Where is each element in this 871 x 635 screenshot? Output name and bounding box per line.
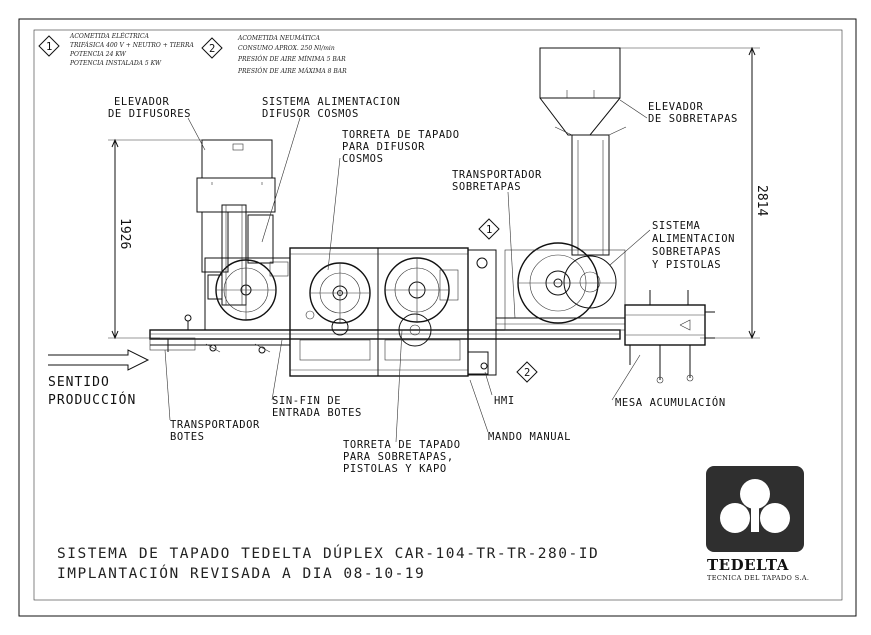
main-turret-frame bbox=[289, 247, 497, 377]
label-elevador-difusores-1: ELEVADOR bbox=[114, 96, 169, 108]
label-mesa-acumulacion: MESA ACUMULACIÓN bbox=[615, 396, 726, 409]
label-transportador-botes-2: BOTES bbox=[170, 431, 205, 443]
bottle-conveyor bbox=[149, 314, 621, 354]
dimension-left: 1926 bbox=[108, 138, 202, 340]
tedelta-logo: TEDELTA TECNICA DEL TAPADO S.A. bbox=[706, 466, 809, 582]
marker-1 bbox=[478, 218, 500, 240]
overcap-turret bbox=[384, 257, 459, 347]
label-hmi: HMI bbox=[494, 395, 515, 407]
label-torreta-difusor-3: COSMOS bbox=[342, 153, 384, 165]
drawing-title: SISTEMA DE TAPADO TEDELTA DÚPLEX CAR-104… bbox=[57, 544, 599, 562]
dimension-right-value: 2814 bbox=[754, 185, 769, 216]
label-elevador-sobretapas-1: ELEVADOR bbox=[648, 101, 703, 113]
label-torreta-sobretapas-2: PARA SOBRETAPAS, bbox=[343, 451, 454, 463]
marker-1-number: 1 bbox=[486, 224, 493, 236]
label-torreta-sobretapas-1: TORRETA DE TAPADO bbox=[343, 439, 461, 451]
diffuser-feed-system bbox=[204, 257, 291, 331]
label-sentido-1: SENTIDO bbox=[48, 375, 110, 390]
leader-lines bbox=[164, 99, 651, 443]
label-sentido-2: PRODUCCIÓN bbox=[48, 392, 136, 408]
label-elevador-sobretapas-2: DE SOBRETAPAS bbox=[648, 113, 738, 125]
label-torreta-difusor-2: PARA DIFUSOR bbox=[342, 141, 425, 153]
inner-frame bbox=[33, 29, 843, 601]
note-pneumatic: 2 ACOMETIDA NEUMÁTICA CONSUMO APROX. 250… bbox=[201, 35, 347, 75]
label-sinfin-2: ENTRADA BOTES bbox=[272, 407, 362, 419]
label-alimentacion-sobretapas-3: SOBRETAPAS bbox=[652, 246, 721, 258]
accumulation-table bbox=[624, 290, 715, 384]
label-sinfin-1: SIN-FIN DE bbox=[272, 395, 341, 407]
outer-frame bbox=[18, 18, 857, 617]
note-2-number: 2 bbox=[209, 43, 216, 55]
note-1-number: 1 bbox=[46, 41, 53, 53]
note-2-line-1: ACOMETIDA NEUMÁTICA bbox=[237, 35, 321, 42]
note-2-marker bbox=[201, 37, 223, 59]
label-alimentacion-difusor-1: SISTEMA ALIMENTACION bbox=[262, 96, 400, 108]
overcap-elevator bbox=[539, 47, 627, 256]
marker-2-number: 2 bbox=[524, 367, 531, 379]
label-alimentacion-sobretapas-2: ALIMENTACION bbox=[652, 233, 735, 245]
label-alimentacion-sobretapas-4: Y PISTOLAS bbox=[652, 259, 721, 271]
note-electrical: 1 ACOMETIDA ELÉCTRICA TRIFÁSICA 400 V + … bbox=[38, 32, 194, 67]
label-transportador-botes-1: TRANSPORTADOR bbox=[170, 419, 260, 431]
hmi-panel: 1 2 bbox=[467, 218, 538, 383]
note-2-line-4: PRESIÓN DE AIRE MÁXIMA 8 BAR bbox=[237, 67, 347, 75]
note-1-line-1: ACOMETIDA ELÉCTRICA bbox=[69, 32, 150, 40]
note-1-line-4: POTENCIA INSTALADA 5 KW bbox=[69, 60, 162, 67]
dimension-left-value: 1926 bbox=[117, 218, 132, 249]
logo-name: TEDELTA bbox=[707, 556, 789, 574]
label-elevador-difusores-2: DE DIFUSORES bbox=[108, 108, 191, 120]
note-1-line-2: TRIFÁSICA 400 V + NEUTRO + TIERRA bbox=[70, 42, 194, 49]
diffuser-elevator bbox=[196, 139, 276, 306]
label-transportador-sobretapas-1: TRANSPORTADOR bbox=[452, 169, 542, 181]
overcap-feed-system bbox=[496, 242, 626, 331]
dimension-right: 2814 bbox=[620, 46, 769, 340]
label-alimentacion-difusor-2: DIFUSOR COSMOS bbox=[262, 108, 359, 120]
note-2-line-3: PRESIÓN DE AIRE MÍNIMA 5 BAR bbox=[237, 55, 346, 63]
diffuser-turret bbox=[305, 262, 371, 336]
note-1-line-3: POTENCIA 24 KW bbox=[69, 51, 127, 58]
label-mando-manual: MANDO MANUAL bbox=[488, 431, 571, 443]
label-torreta-sobretapas-3: PISTOLAS Y KAPO bbox=[343, 463, 447, 475]
marker-2 bbox=[516, 361, 538, 383]
logo-tagline: TECNICA DEL TAPADO S.A. bbox=[707, 574, 809, 582]
logo-clover-icon bbox=[720, 479, 790, 533]
label-torreta-difusor-1: TORRETA DE TAPADO bbox=[342, 129, 460, 141]
drawing-revision: IMPLANTACIÓN REVISADA A DIA 08-10-19 bbox=[57, 564, 425, 582]
label-alimentacion-sobretapas-1: SISTEMA bbox=[652, 220, 701, 232]
production-arrow bbox=[48, 349, 150, 371]
note-2-line-2: CONSUMO APROX. 250 Nl/min bbox=[238, 45, 335, 52]
note-1-marker bbox=[38, 35, 60, 57]
label-transportador-sobretapas-2: SOBRETAPAS bbox=[452, 181, 521, 193]
